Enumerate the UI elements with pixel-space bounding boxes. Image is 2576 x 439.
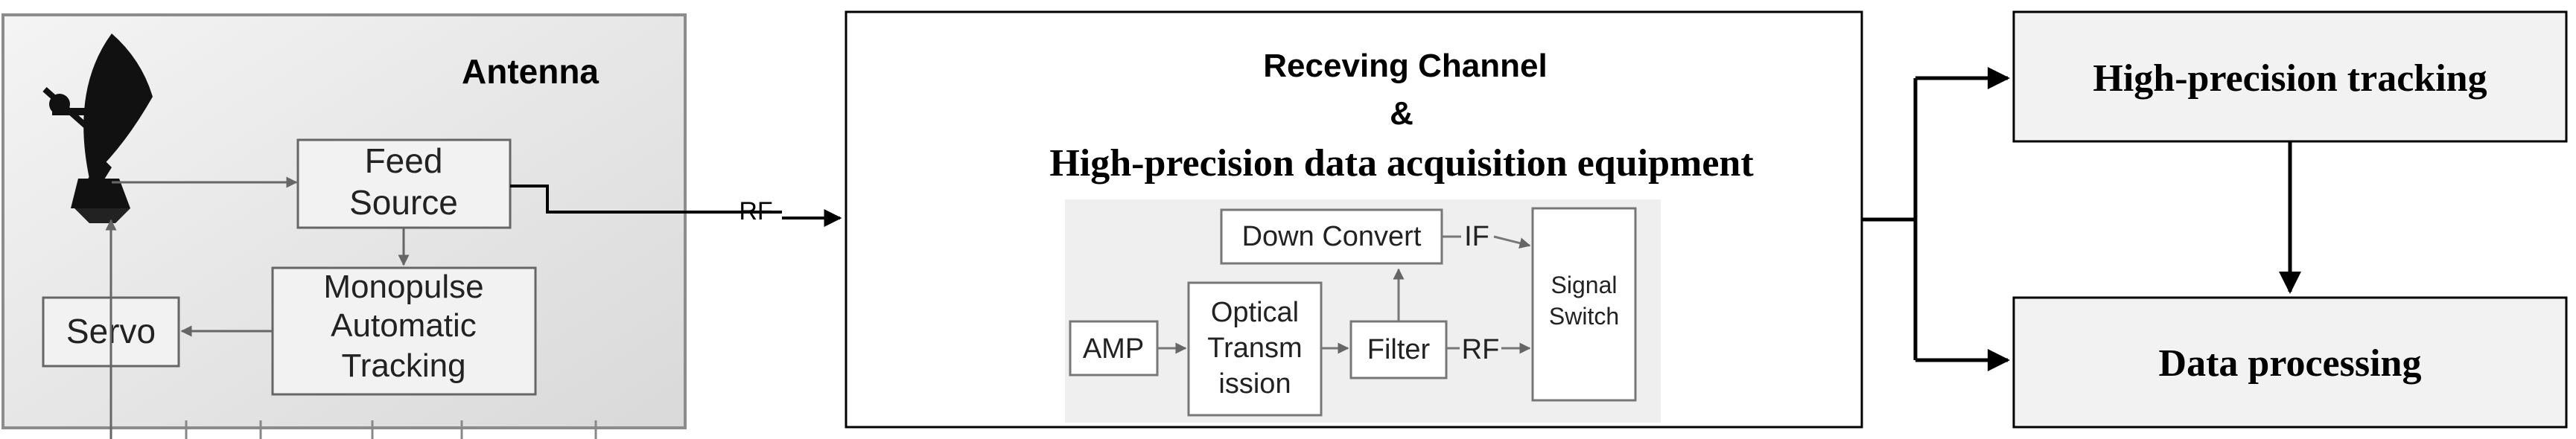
feed-source-box: [296, 138, 512, 229]
tracking-box: [2012, 10, 2568, 143]
down-convert-label: Down Convert: [1242, 221, 1422, 252]
antenna-panel: Antenna Feed Source Monopulse Automatic …: [1, 13, 687, 439]
rf-link-line: [510, 185, 782, 214]
processing-box: [2012, 296, 2568, 429]
feed-source-line2: Source: [349, 183, 458, 222]
rf-link-label: RF: [739, 197, 772, 225]
receiving-title-line3: High-precision data acquisition equipmen…: [1049, 142, 1754, 185]
receiving-title-line1: Receving Channel: [1263, 48, 1547, 84]
antenna-title: Antenna: [462, 52, 599, 91]
optical-line1: Optical: [1211, 297, 1299, 328]
down-convert-box: [1220, 208, 1443, 265]
signal-switch-line1: Signal: [1551, 272, 1618, 298]
monopulse-box: [271, 266, 537, 396]
filter-label: Filter: [1367, 334, 1431, 365]
tracking-label: High-precision tracking: [2093, 57, 2487, 100]
monopulse-line2: Automatic: [331, 307, 477, 344]
filter-box: [1349, 320, 1448, 379]
receiving-panel: Receving Channel & High-precision data a…: [845, 10, 1863, 429]
optical-line2: Transm: [1207, 333, 1302, 364]
monopulse-line1: Monopulse: [323, 269, 483, 305]
optical-line3: ission: [1218, 368, 1291, 400]
amp-label: AMP: [1083, 333, 1144, 365]
signal-switch-line2: Switch: [1549, 303, 1619, 330]
receiving-title-line2: &: [1390, 95, 1413, 132]
if-label: IF: [1464, 221, 1489, 252]
rf-inner-label: RF: [1462, 334, 1500, 365]
feed-source-line1: Feed: [365, 141, 443, 180]
bottom-ticks: [185, 420, 597, 439]
amp-box: [1069, 320, 1159, 376]
monopulse-line3: Tracking: [341, 347, 465, 384]
signal-switch-box: [1531, 207, 1637, 402]
if-arrow: [1493, 235, 1531, 249]
optical-transmission-box: [1187, 281, 1323, 417]
processing-label: Data processing: [2159, 342, 2422, 385]
